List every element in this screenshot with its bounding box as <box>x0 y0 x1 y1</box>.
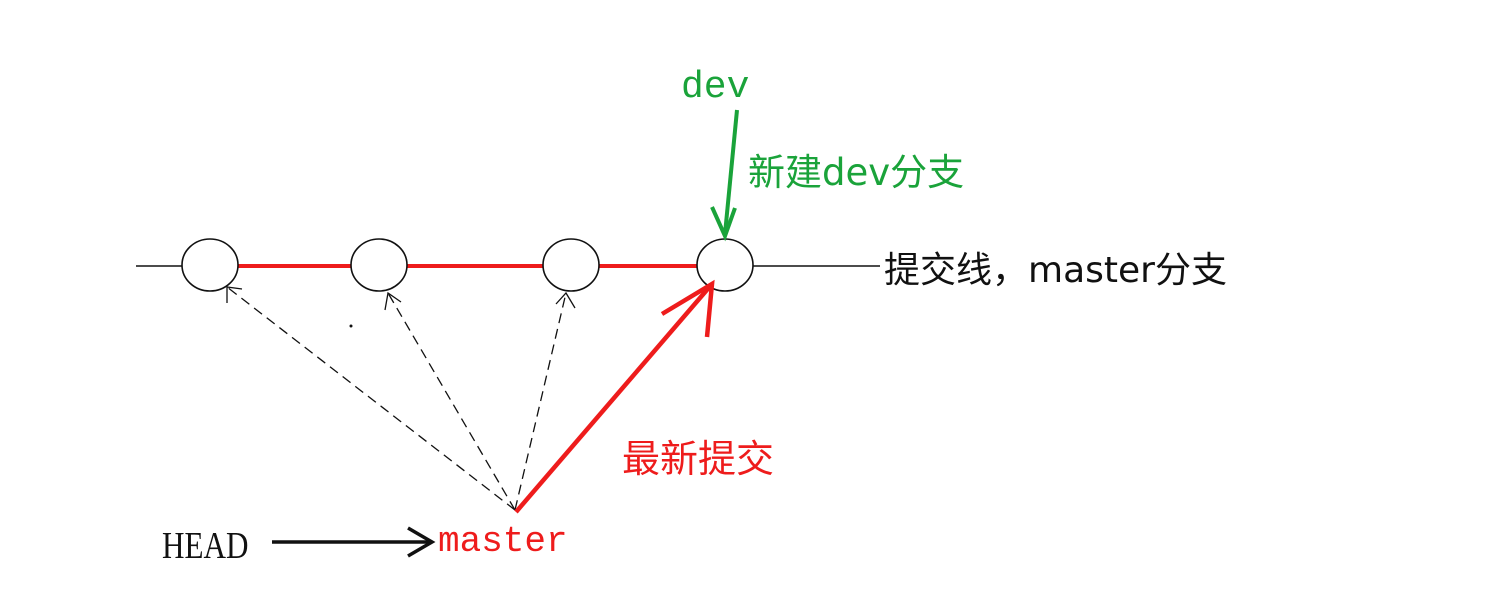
dashed-arrow <box>387 292 516 511</box>
head-label: HEAD <box>162 524 249 567</box>
dashed-arrow-head <box>555 291 576 309</box>
history-arrows <box>226 286 576 511</box>
commit-node <box>181 238 239 292</box>
dev-arrow <box>723 109 739 235</box>
new-dev-branch-label: 新建dev分支 <box>748 151 964 194</box>
latest-commit-arrow <box>514 282 714 514</box>
commit-line-label: 提交线，master分支 <box>884 250 1227 291</box>
commit-node <box>696 238 754 292</box>
stray-dot <box>349 324 353 328</box>
latest-commit-label: 最新提交 <box>622 437 774 481</box>
dev-arrowhead <box>710 206 737 242</box>
dashed-arrow <box>226 286 516 511</box>
dashed-arrow <box>514 292 567 511</box>
dashed-arrow-head <box>384 291 402 311</box>
commit-node <box>542 238 600 292</box>
latest-commit-arrowhead <box>660 279 715 338</box>
head-arrowhead <box>407 526 436 558</box>
commit-node <box>350 238 408 292</box>
master-label: master <box>438 521 568 562</box>
dev-label: dev <box>681 66 749 109</box>
dashed-arrow-head <box>226 286 243 303</box>
